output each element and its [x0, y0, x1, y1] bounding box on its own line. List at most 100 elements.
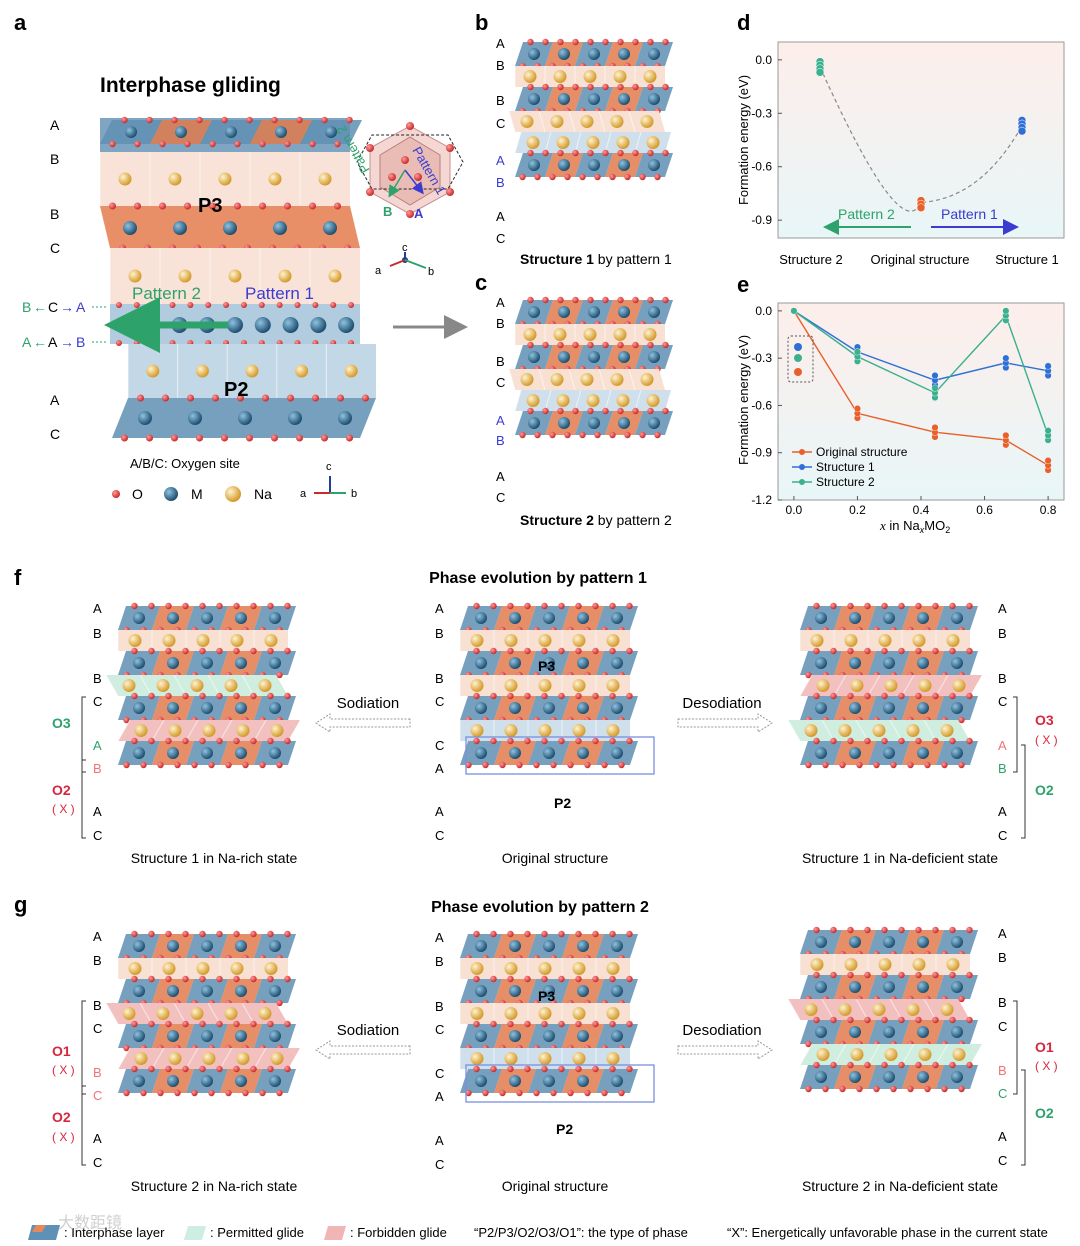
metal-atom	[528, 417, 540, 429]
oxygen-atom	[199, 647, 206, 655]
sodium-atom	[572, 1052, 586, 1065]
oxygen-atom	[932, 1061, 939, 1069]
chart-d-yticks: 0.0-0.3-0.6-0.9	[751, 53, 782, 227]
metal-atom	[509, 985, 521, 997]
oxygen-atom	[240, 302, 247, 308]
sodium-atom	[128, 634, 142, 647]
metal-atom	[815, 612, 827, 624]
stack-letter: A	[435, 930, 444, 945]
oxygen-atom	[932, 602, 939, 610]
sodium-atom	[918, 679, 932, 692]
oxygen-atom	[446, 188, 454, 196]
layer-edge	[544, 131, 552, 154]
sodium-atom	[270, 1052, 284, 1065]
metal-atom	[849, 1026, 861, 1038]
oxygen-atom	[169, 302, 176, 308]
metal-atom	[543, 1030, 555, 1042]
chart-e-plot-area	[777, 302, 1065, 501]
oxygen-atom	[915, 926, 922, 934]
metal-atom	[618, 93, 630, 105]
stack-letter: A	[998, 738, 1007, 753]
layer-edge	[821, 719, 835, 742]
oxygen-atom	[662, 149, 669, 157]
oxygen-atom	[881, 692, 888, 700]
oxygen-atom	[830, 1016, 837, 1024]
stack-letter: B	[435, 626, 444, 641]
sodium-atom	[504, 634, 518, 647]
metal-atom	[528, 351, 540, 363]
oxygen-atom	[199, 602, 206, 610]
data-point	[1002, 431, 1010, 439]
axis-label-c: c	[326, 461, 332, 473]
oxygen-atom	[941, 761, 948, 769]
metal-atom	[528, 306, 540, 318]
oxygen-atom	[250, 1065, 257, 1073]
metal-atom	[815, 702, 827, 714]
metal-atom	[815, 981, 827, 993]
bracket	[1013, 696, 1018, 773]
oxygen-atom	[267, 737, 274, 745]
oxygen-atom	[276, 671, 283, 679]
oxygen-atom	[941, 1085, 948, 1093]
oxygen-atom	[259, 140, 266, 148]
oxygen-atom	[592, 737, 599, 745]
y-tick-label: 0.0	[755, 304, 772, 318]
sodium-atom	[906, 724, 920, 737]
oxygen-atom	[632, 407, 639, 415]
sodium-atom	[912, 634, 926, 647]
x-tick-label: 0.0	[786, 503, 803, 517]
oxygen-atom	[830, 737, 837, 745]
oxygen-atom	[159, 202, 166, 210]
sodium-atom	[940, 724, 954, 737]
oxygen-atom	[148, 647, 155, 655]
oxygen-atom	[647, 83, 654, 91]
metal-atom	[235, 1030, 247, 1042]
panel-letter-c: c	[475, 270, 487, 295]
sodium-atom	[295, 364, 309, 378]
sodium-atom	[202, 1052, 216, 1065]
oxygen-atom	[572, 38, 579, 46]
oxygen-atom	[284, 1020, 291, 1028]
inset-blue-atom	[794, 343, 802, 351]
oxygen-atom	[949, 647, 956, 655]
oxygen-atom	[966, 692, 973, 700]
legend-marker	[799, 464, 805, 470]
oxygen-atom	[148, 1065, 155, 1073]
metal-atom	[648, 306, 660, 318]
layer-edge	[923, 998, 937, 1021]
oxygen-atom	[216, 737, 223, 745]
oxygen-atom	[617, 341, 624, 349]
oxygen-atom	[134, 202, 141, 210]
oxygen-atom	[233, 647, 240, 655]
sodium-atom	[168, 1052, 182, 1065]
oxygen-atom	[312, 394, 319, 402]
oxygen-atom	[524, 1065, 531, 1073]
layer-edge	[821, 998, 835, 1021]
sodium-atom	[906, 1003, 920, 1016]
sodium-atom	[218, 172, 232, 186]
layer-edge	[544, 389, 552, 412]
metal-atom	[235, 702, 247, 714]
oxygen-atom	[602, 149, 609, 157]
oxygen-atom	[575, 692, 582, 700]
oxygen-atom	[550, 1089, 557, 1097]
oxygen-atom	[632, 83, 639, 91]
metal-atom	[509, 940, 521, 952]
oxygen-atom	[572, 341, 579, 349]
sodium-atom	[196, 962, 210, 975]
metal-atom	[611, 612, 623, 624]
legend-marker	[799, 479, 805, 485]
sodium-atom	[504, 724, 518, 737]
stack-letter: C	[998, 828, 1007, 843]
sodium-atom	[190, 1007, 204, 1020]
oxygen-atom	[401, 156, 409, 164]
oxygen-atom	[123, 716, 130, 724]
metal-atom	[509, 1030, 521, 1042]
sodium-atom	[264, 962, 278, 975]
oxygen-atom	[146, 116, 153, 124]
metal-atom	[235, 657, 247, 669]
panel-g-right-structure	[787, 926, 982, 1093]
legend-label: O	[132, 486, 143, 502]
metal-atom	[528, 48, 540, 60]
metal-atom	[201, 985, 213, 997]
